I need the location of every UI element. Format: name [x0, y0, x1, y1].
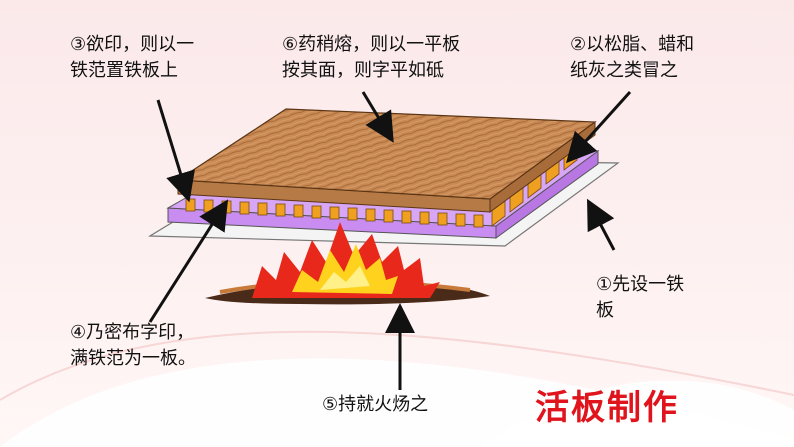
label-step1: ①先设一铁 板	[596, 272, 684, 324]
label-step2-line1: ②以松脂、蜡和	[570, 34, 695, 55]
label-step6-line2: 按其面，则字平如砥	[282, 60, 444, 81]
arrow-step4	[148, 199, 229, 323]
label-step5: ⑤持就火炀之	[322, 392, 428, 418]
arrow-step3	[156, 99, 195, 203]
label-step3: ③欲印，则以一 铁范置铁板上	[70, 32, 194, 84]
fire	[205, 222, 490, 305]
label-step4-line2: 满铁范为一板。	[70, 348, 196, 369]
label-step2: ②以松脂、蜡和 纸灰之类冒之	[570, 32, 694, 84]
label-step4: ④乃密布字印， 满铁范为一板。	[70, 320, 196, 372]
label-step3-line1: ③欲印，则以一	[70, 34, 195, 55]
label-step5-line1: ⑤持就火炀之	[322, 394, 429, 415]
label-step2-line2: 纸灰之类冒之	[570, 60, 678, 81]
arrow-step6	[361, 91, 394, 143]
arrow-step2	[565, 90, 632, 164]
label-step1-line1: ①先设一铁	[596, 274, 685, 295]
label-step6-line1: ⑥药稍熔，则以一平板	[282, 34, 461, 55]
label-step3-line2: 铁范置铁板上	[70, 60, 178, 81]
arrow-step1	[587, 198, 616, 251]
label-step1-line2: 板	[596, 300, 614, 321]
label-step6: ⑥药稍熔，则以一平板 按其面，则字平如砥	[282, 32, 460, 84]
slide-title: 活板制作	[535, 388, 679, 428]
label-step4-line1: ④乃密布字印，	[70, 322, 195, 343]
